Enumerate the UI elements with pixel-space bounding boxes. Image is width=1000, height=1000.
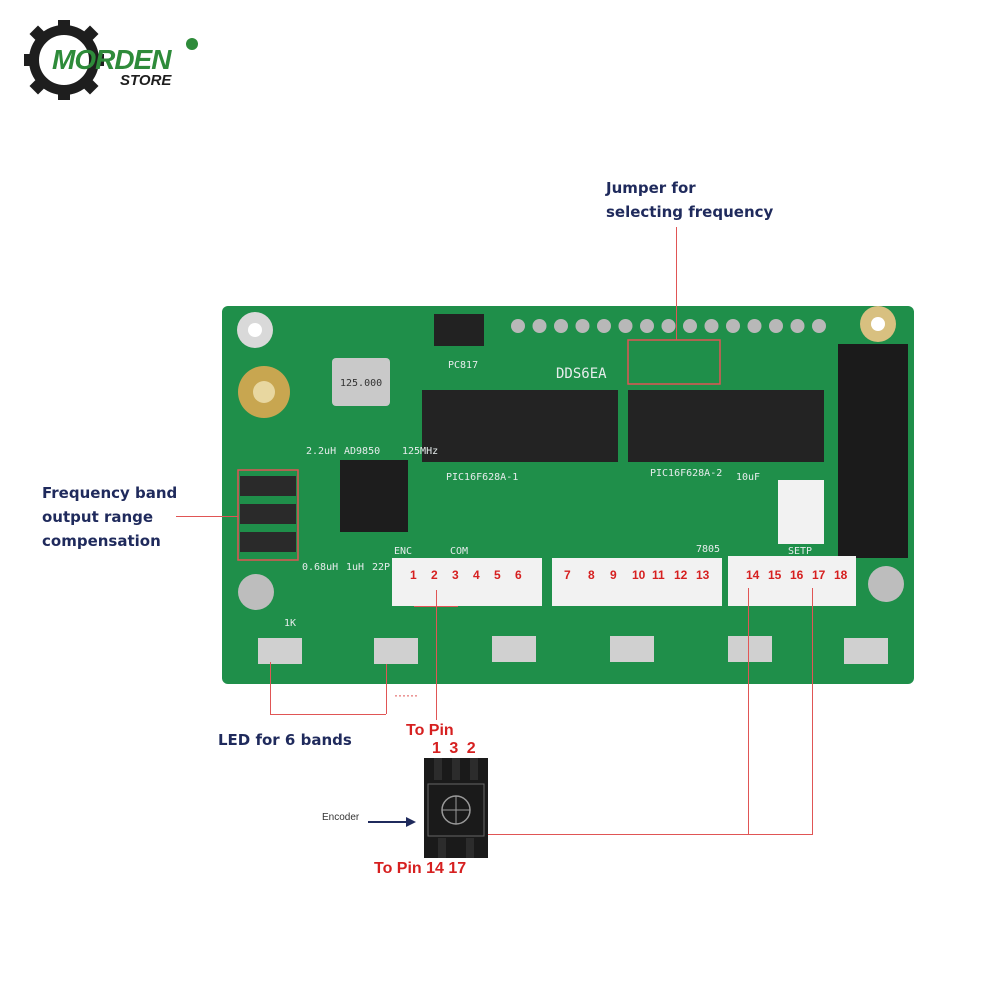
silk-ind3: 1uH bbox=[346, 562, 365, 573]
silk-125mhz: 125MHz bbox=[402, 446, 439, 457]
pin-number-8: 8 bbox=[588, 568, 595, 582]
pin-number-13: 13 bbox=[696, 568, 710, 582]
pin-number-12: 12 bbox=[674, 568, 688, 582]
silk-ad9850: AD9850 bbox=[344, 446, 381, 457]
band-callout-line3: compensation bbox=[42, 532, 161, 550]
band-callout: Frequency band output range compensation bbox=[42, 481, 177, 553]
silk-cap2: 22P bbox=[372, 562, 391, 573]
enc-leader-horz bbox=[488, 834, 813, 835]
silk-reg: 7805 bbox=[696, 544, 721, 555]
led-leader-vert2 bbox=[386, 664, 387, 714]
band-callout-line1: Frequency band bbox=[42, 484, 178, 502]
pin-number-10: 10 bbox=[632, 568, 646, 582]
pin-number-1: 1 bbox=[410, 568, 417, 582]
led-leader-vert1 bbox=[270, 662, 271, 714]
silk-board-name: DDS6EA bbox=[556, 366, 607, 382]
silk-crystal: 125.000 bbox=[340, 378, 383, 389]
pin-number-6: 6 bbox=[515, 568, 522, 582]
pin-leader-vert bbox=[436, 590, 437, 720]
led-callout: LED for 6 bands bbox=[218, 731, 352, 749]
led-ellipsis: ······ bbox=[394, 688, 418, 702]
encoder-module bbox=[424, 758, 488, 858]
to-pin-top-label: To Pin bbox=[406, 722, 454, 739]
encoder-crosshair-icon bbox=[427, 758, 485, 858]
silk-pic1: PIC16F628A-1 bbox=[446, 472, 519, 483]
silk-conn2: COM bbox=[450, 546, 469, 557]
enc-leader-b bbox=[812, 588, 813, 834]
brand-subtitle: STORE bbox=[120, 72, 172, 89]
band-leader bbox=[176, 516, 238, 517]
pin-number-2: 2 bbox=[431, 568, 438, 582]
jumper-callout-line1: Jumper for bbox=[606, 179, 696, 197]
gear-icon bbox=[24, 20, 198, 100]
encoder-label: Encoder bbox=[322, 812, 360, 823]
silk-conn1: ENC bbox=[394, 546, 413, 557]
jumper-callout: Jumper for selecting frequency bbox=[606, 176, 773, 224]
pin-number-7: 7 bbox=[564, 568, 571, 582]
pin-number-18: 18 bbox=[834, 568, 848, 582]
jumper-leader bbox=[676, 227, 677, 340]
brand-name: MORDEN bbox=[52, 44, 171, 75]
silk-pc817: PC817 bbox=[448, 360, 479, 371]
pin-number-3: 3 bbox=[452, 568, 459, 582]
pin-number-15: 15 bbox=[768, 568, 782, 582]
silk-r1k: 1K bbox=[284, 618, 297, 629]
jumper-callout-line2: selecting frequency bbox=[606, 203, 774, 221]
pin-number-9: 9 bbox=[610, 568, 617, 582]
arrow-right-icon bbox=[368, 817, 416, 827]
silk-ind2: 0.68uH bbox=[302, 562, 339, 573]
pin-number-17: 17 bbox=[812, 568, 826, 582]
pin-number-4: 4 bbox=[473, 568, 480, 582]
pin-number-16: 16 bbox=[790, 568, 804, 582]
pin-number-11: 11 bbox=[652, 568, 665, 582]
to-pin-bottom-label: To Pin 14 17 bbox=[374, 860, 467, 877]
to-pin-top-numbers: 1 3 2 bbox=[432, 740, 478, 757]
pin-number-14: 14 bbox=[746, 568, 760, 582]
band-callout-line2: output range bbox=[42, 508, 154, 526]
pin-leader-horz bbox=[414, 606, 458, 607]
silk-conn3: SETP bbox=[788, 546, 813, 557]
silk-ind1: 2.2uH bbox=[306, 446, 337, 457]
silk-pic2: PIC16F628A-2 bbox=[650, 468, 723, 479]
brand-logo: MORDEN STORE bbox=[22, 20, 202, 100]
led-leader-horz bbox=[270, 714, 386, 715]
pcb-graphic bbox=[222, 306, 914, 684]
enc-leader-a bbox=[748, 588, 749, 834]
pin-number-5: 5 bbox=[494, 568, 501, 582]
silk-cap: 10uF bbox=[736, 472, 761, 483]
dds-board: DDS6EA PC817 125.000 AD9850 125MHz 2.2uH… bbox=[222, 300, 914, 684]
